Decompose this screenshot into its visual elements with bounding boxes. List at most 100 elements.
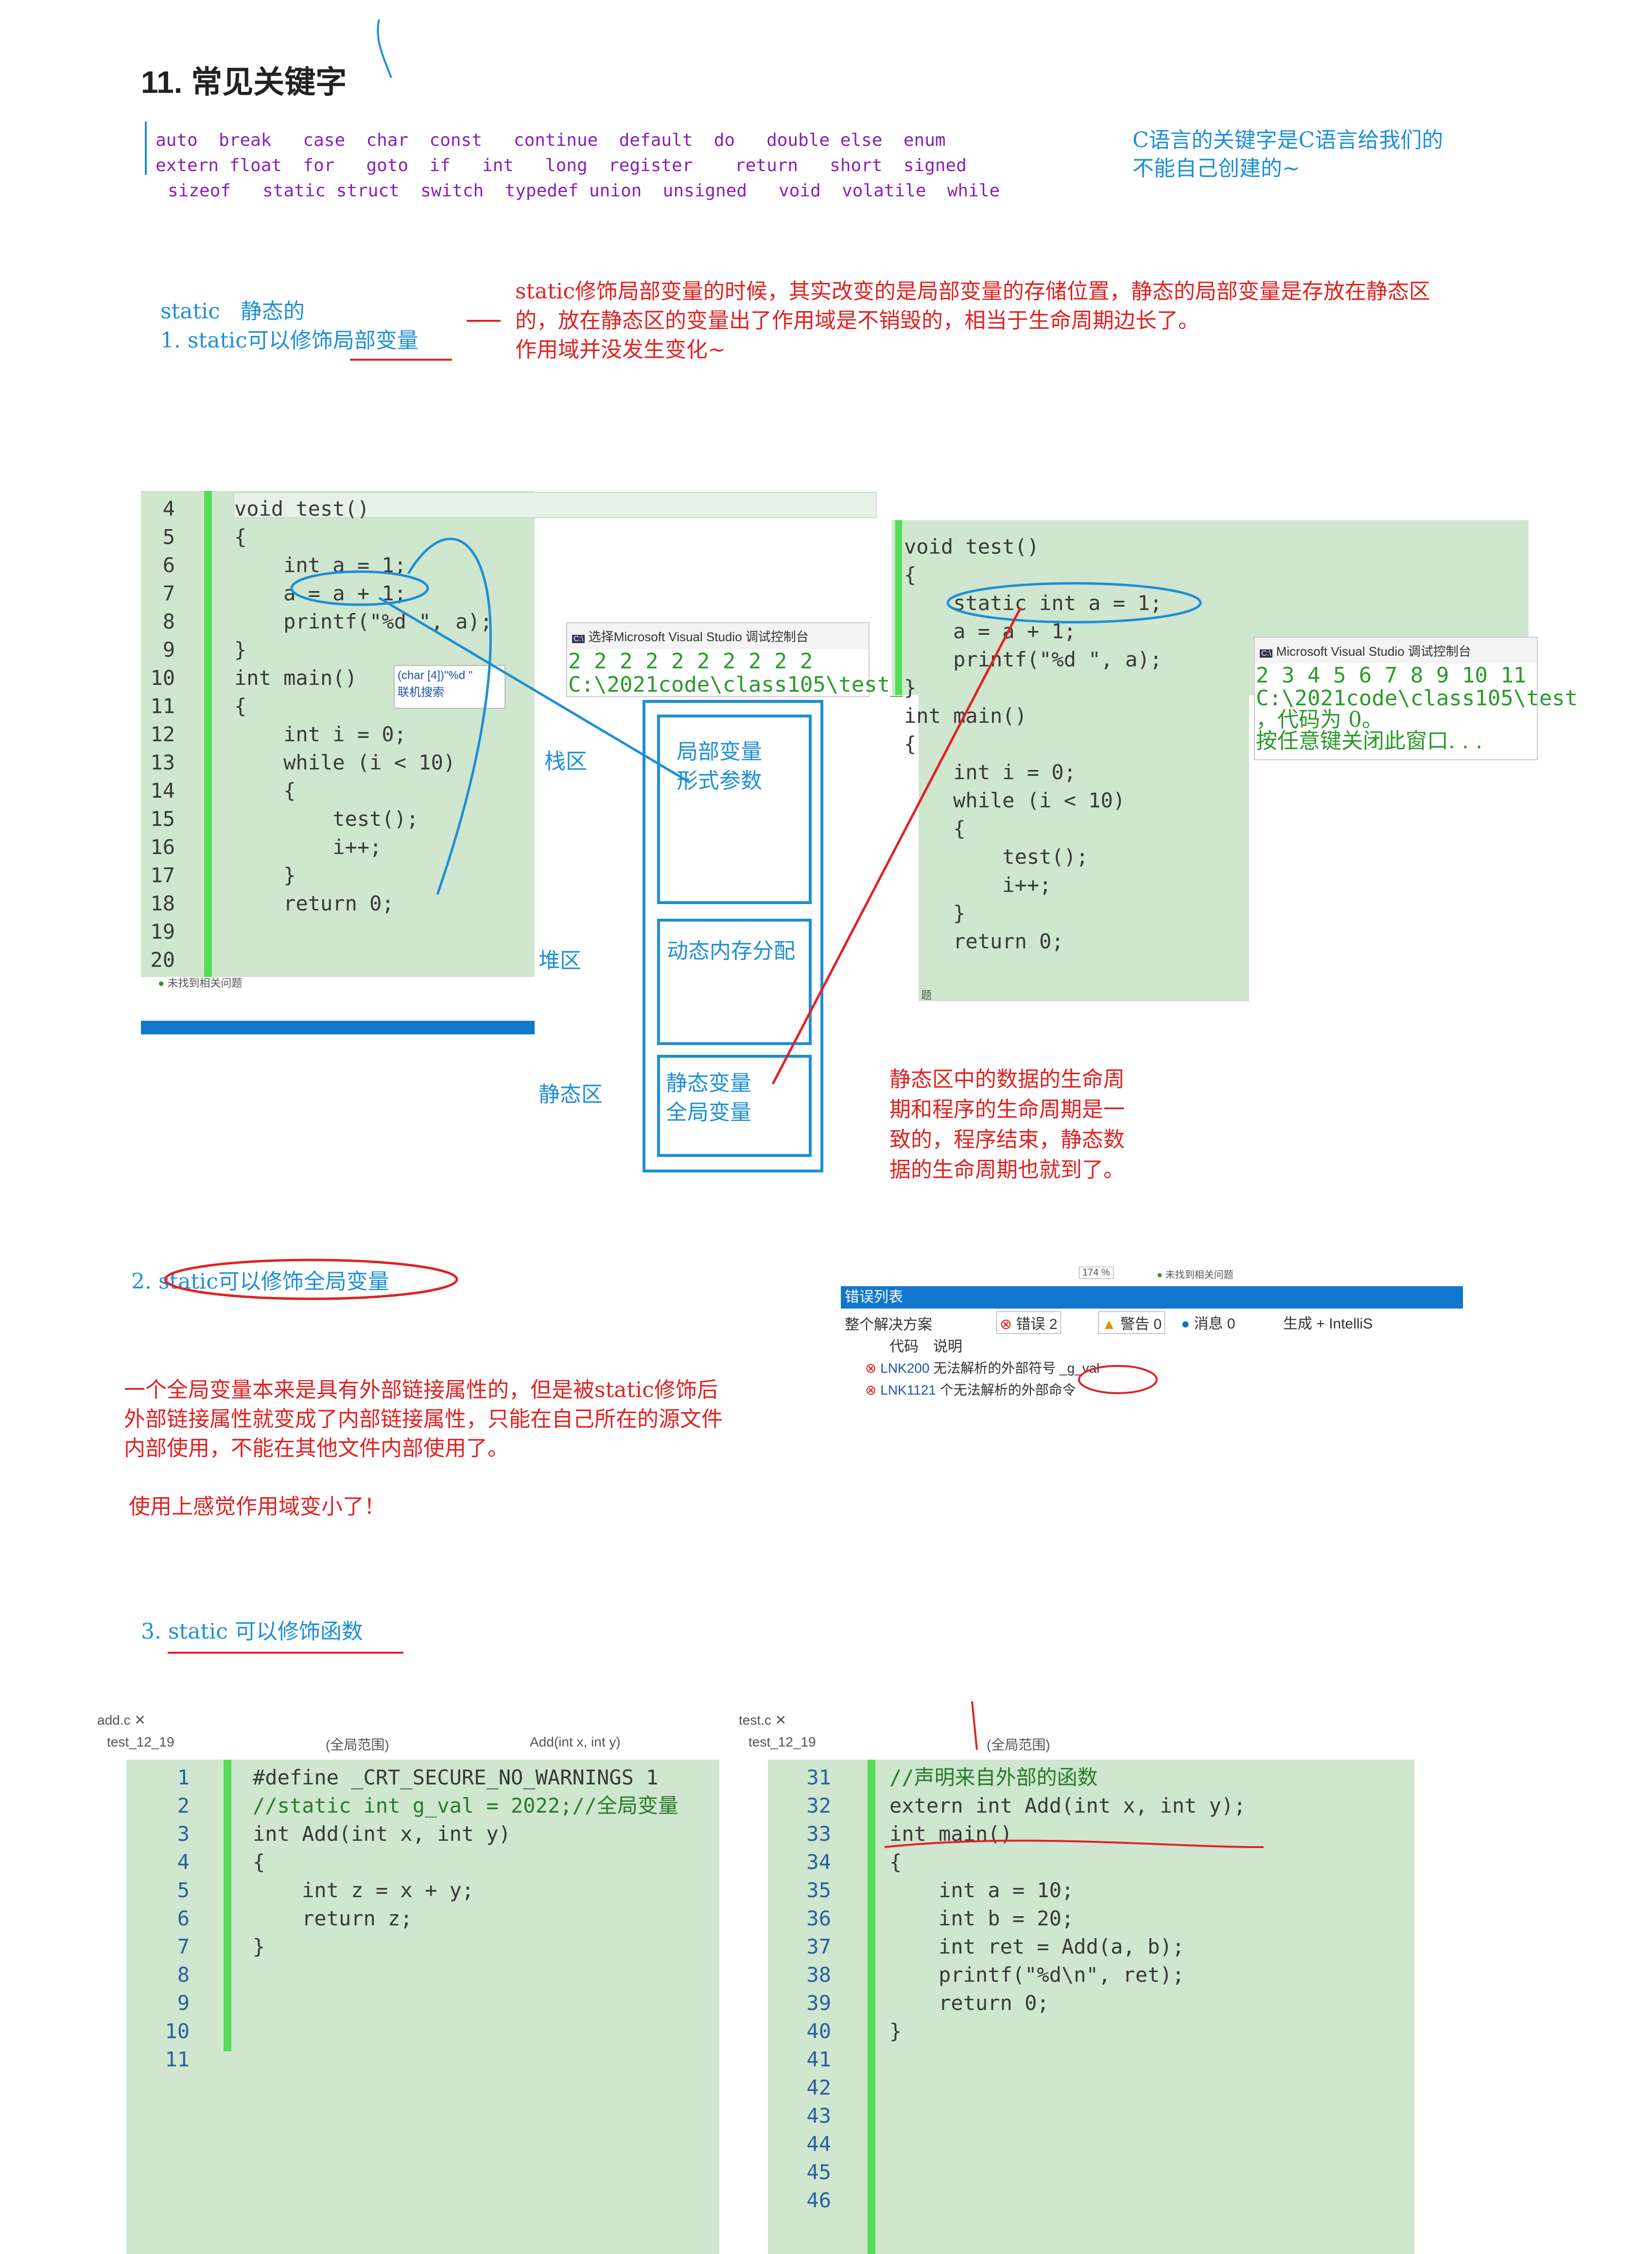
line-number: 45 (806, 2160, 831, 2184)
static-intro-line1: static 静态的 (160, 299, 305, 324)
line-number: 17 (150, 863, 175, 887)
add-func-dropdown[interactable]: Add(int x, int y) (530, 1734, 621, 1749)
console-icon: C:\ (1260, 649, 1273, 658)
section2-explain-1: 一个全局变量本来是具有外部链接属性的，但是被static修饰后 (124, 1378, 718, 1402)
col-code: 代码 (889, 1339, 919, 1355)
error-row-1[interactable]: ⊗ LNK200 无法解析的外部符号 _g_val (865, 1361, 1100, 1376)
line-number: 37 (806, 1935, 831, 1958)
change-bar-add (224, 1760, 231, 2051)
test-line-numbers: 31 32 33 34 35 36 37 38 39 40 41 42 43 4… (787, 1764, 831, 2215)
static-intro-line2: 1. static可以修饰局部变量 (160, 328, 418, 353)
section-title-keywords: 11. 常见关键字 (141, 65, 347, 100)
zoom-level[interactable]: 174 % (1079, 1267, 1113, 1279)
right-bottom-tab: 题 (921, 989, 932, 1001)
code-line: } (904, 901, 966, 925)
close-icon[interactable]: ✕ (134, 1712, 146, 1728)
line-number: 4 (162, 497, 175, 521)
code-line: while (i < 10) (904, 788, 1126, 812)
line-number: 12 (150, 722, 175, 746)
code-line: return 0; (234, 891, 394, 915)
warning-icon: ▲ (1102, 1316, 1116, 1332)
pen-ellipse (290, 570, 429, 606)
static-note: 静态区中的数据的生命周 期和程序的生命周期是一 致的，程序结束，静态数 据的生命… (889, 1065, 1125, 1185)
build-filter-dropdown[interactable]: 生成 + IntelliS (1283, 1316, 1373, 1332)
line-number: 15 (150, 807, 175, 831)
code-line: printf("%d ", a); (904, 647, 1163, 671)
scope-dropdown[interactable]: 整个解决方案 (845, 1317, 932, 1333)
code-editor-right (919, 695, 1249, 1001)
error-row-2[interactable]: ⊗ LNK1121 个无法解析的外部命令 (865, 1382, 1076, 1398)
console-icon: C:\ (572, 635, 585, 643)
change-bar (204, 491, 212, 977)
keyword-side-note-1: C语言的关键字是C语言给我们的 (1132, 128, 1443, 153)
static-note-4: 据的生命周期也就到了。 (889, 1157, 1125, 1182)
test-project-dropdown[interactable]: test_12_19 (748, 1734, 816, 1749)
line-number: 6 (162, 553, 175, 577)
messages-filter-button[interactable]: ● 消息 0 (1181, 1316, 1235, 1332)
add-project-dropdown[interactable]: test_12_19 (107, 1734, 174, 1749)
add-tab[interactable]: add.c ✕ (97, 1712, 146, 1728)
errors-filter-button[interactable]: ⊗ 错误 2 (996, 1311, 1061, 1334)
section2-feeling: 使用上感觉作用域变小了！ (129, 1494, 385, 1519)
code-line: return 0; (904, 929, 1064, 953)
code-line: } (234, 863, 296, 887)
stack-content-1: 局部变量 (677, 739, 762, 764)
code-line: { (904, 732, 917, 756)
pen-ellipse (1078, 1365, 1158, 1394)
change-bar-right (895, 520, 902, 695)
check-icon: ● (1157, 1270, 1163, 1280)
code-line: static int a = 1; (904, 591, 1163, 615)
line-number: 46 (806, 2188, 831, 2212)
tooltip-type: (char [4])"%d " (398, 669, 473, 682)
keyword-side-note-2: 不能自己创建的~ (1132, 156, 1300, 181)
heap-box (657, 919, 812, 1045)
code-line: int z = x + y; (253, 1878, 474, 1902)
close-icon[interactable]: ✕ (775, 1712, 787, 1728)
line-number: 32 (806, 1794, 831, 1817)
code-line: test(); (234, 807, 419, 831)
code-line: } (234, 638, 247, 662)
console-right: C:\ Microsoft Visual Studio 调试控制台 2 3 4 … (1254, 637, 1578, 760)
line-number: 10 (150, 666, 175, 690)
code-line: #define _CRT_SECURE_NO_WARNINGS 1 (253, 1765, 659, 1789)
static-note-3: 致的，程序结束，静态数 (889, 1127, 1125, 1152)
line-number: 6 (177, 1906, 190, 1930)
console-right-output: 2 3 4 5 6 7 8 9 10 11 (1256, 663, 1527, 688)
code-line: } (889, 2019, 902, 2043)
error-icon: ⊗ (865, 1361, 877, 1376)
test-tab[interactable]: test.c ✕ (739, 1712, 787, 1728)
section2-explain-2: 外部链接属性就变成了内部链接属性，只能在自己所在的源文件 (124, 1407, 723, 1432)
line-number: 35 (806, 1878, 831, 1902)
add-code-lines: #define _CRT_SECURE_NO_WARNINGS 1 //stat… (253, 1764, 678, 1961)
line-number: 14 (150, 779, 175, 803)
add-scope-dropdown[interactable]: (全局范围) (326, 1737, 389, 1752)
stack-label: 栈区 (544, 749, 587, 774)
test-scope-dropdown[interactable]: (全局范围) (987, 1737, 1050, 1752)
line-number: 10 (165, 2019, 190, 2043)
left-status-bar (141, 1021, 535, 1034)
tooltip-search-link[interactable]: 联机搜索 (398, 686, 444, 699)
static-content-1: 静态变量 (666, 1071, 751, 1096)
code-line: printf("%d ", a); (234, 610, 493, 633)
code-line: int b = 20; (889, 1906, 1074, 1930)
left-status: ● 未找到相关问题 (158, 977, 243, 989)
error-icon: ⊗ (865, 1382, 877, 1398)
code-line: int i = 0; (234, 722, 407, 746)
pen-stroke (377, 19, 392, 78)
code-line: { (904, 563, 917, 587)
code-line: return z; (253, 1906, 413, 1930)
memory-diagram (643, 700, 823, 1172)
check-icon: ● (158, 977, 165, 989)
line-number: 7 (177, 1935, 190, 1958)
code-line: { (234, 779, 296, 803)
console-right-title: C:\ Microsoft Visual Studio 调试控制台 (1255, 638, 1537, 664)
line-number: 11 (150, 694, 175, 718)
code-line: { (904, 817, 966, 840)
line-number: 9 (177, 1991, 190, 2015)
line-number: 5 (162, 525, 175, 549)
warnings-filter-button[interactable]: ▲ 警告 0 (1098, 1311, 1165, 1334)
line-number: 13 (150, 751, 175, 774)
left-code-lines: void test() { int a = 1; a = a + 1; prin… (234, 495, 492, 918)
line-number: 11 (165, 2047, 190, 2071)
line-number: 1 (177, 1765, 190, 1789)
